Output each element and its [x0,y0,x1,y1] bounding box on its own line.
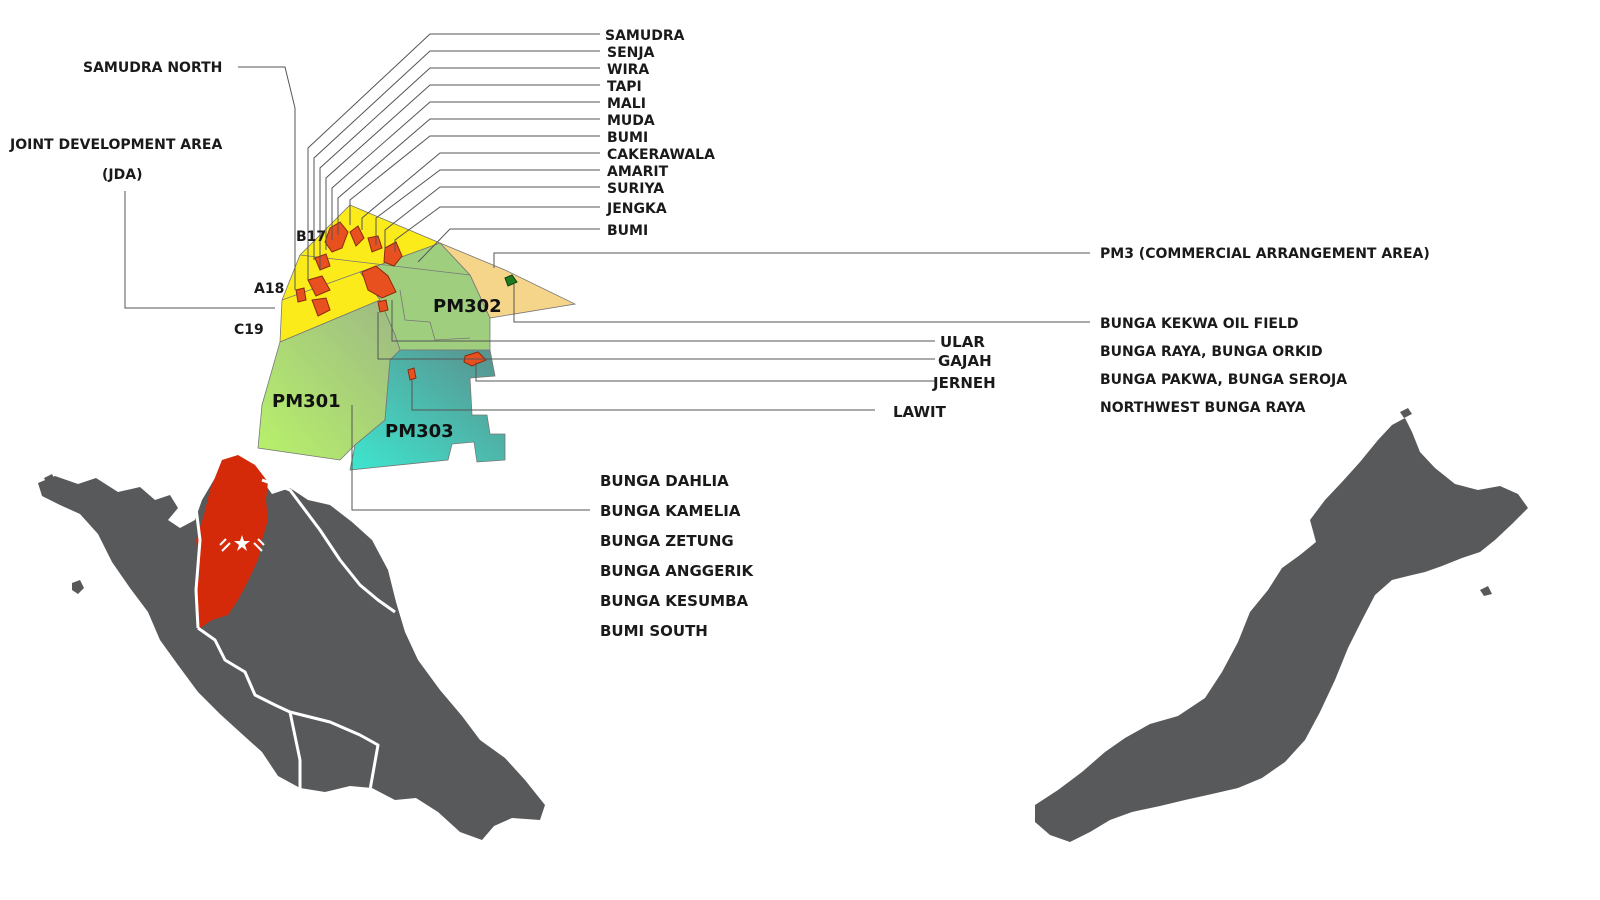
field-5 [367,235,383,253]
peninsula-landmass [38,465,545,840]
label-bumi-2: BUMI [607,223,648,239]
label-bumi: BUMI [607,130,648,146]
label-ular: ULAR [940,333,985,351]
block-label-pm303: PM303 [385,421,454,442]
label-bunga-zetung: BUNGA ZETUNG [600,532,734,550]
leader-bumi [349,135,600,225]
leader-lines [124,33,1090,511]
field-10 [377,299,389,313]
borneo-landmass [1035,418,1528,842]
field-3 [314,253,331,271]
field-12 [407,367,417,381]
label-tapi: TAPI [607,79,642,95]
label-bunga-kesumba: BUNGA KESUMBA [600,592,749,610]
label-jda-line2: (JDA) [102,167,142,183]
block-labels: PM301 PM302 PM303 B17 A18 C19 [234,229,502,442]
east-malaysia [1035,408,1528,842]
borneo-islet-3 [1400,408,1412,418]
label-jerneh: JERNEH [932,374,996,392]
leader-ular [391,300,935,342]
block-divider-pm302 [399,289,471,341]
block-label-c19: C19 [234,322,264,338]
field-1 [324,221,349,253]
leader-jerneh [475,362,935,382]
borneo-islet-2 [1480,586,1492,596]
label-lawit: LAWIT [893,403,947,421]
leader-senja [313,50,600,260]
leader-pm301 [351,405,590,511]
leader-samudra [307,33,600,280]
borneo-islet-1 [1315,552,1326,564]
left-labels: SAMUDRA NORTH JOINT DEVELOPMENT AREA (JD… [9,60,222,183]
leader-wira [319,67,600,270]
label-senja: SENJA [607,45,655,61]
leader-samudra-north [238,66,296,290]
leader-jengka [394,206,600,252]
label-bunga-kamelia: BUNGA KAMELIA [600,502,741,520]
state-border-kelantan-west [193,499,202,629]
block-label-a18: A18 [254,281,284,297]
label-muda: MUDA [607,113,655,129]
pm301-field-labels: BUNGA DAHLIA BUNGA KAMELIA BUNGA ZETUNG … [600,472,754,640]
mid-field-labels: ULAR GAJAH JERNEH LAWIT [893,333,996,421]
state-border-south [288,710,380,792]
field-4 [307,275,331,297]
label-suriya: SURIYA [607,181,664,197]
top-field-labels: SAMUDRA SENJA WIRA TAPI MALI MUDA BUMI C… [605,28,715,239]
leader-gajah [377,312,935,360]
label-jda-line1: JOINT DEVELOPMENT AREA [9,137,222,153]
state-border-east [261,478,396,614]
leader-pm3 [493,252,1090,268]
leader-amarit [375,169,600,245]
oil-gas-fields [295,221,518,381]
block-label-b17: B17 [296,229,326,245]
label-amarit: AMARIT [607,164,669,180]
crescent-and-star-emblem-icon [219,535,265,565]
leader-jda [124,191,275,309]
label-jengka: JENGKA [606,201,667,217]
peninsular-malaysia [38,455,545,840]
leader-cakerawala [361,152,600,230]
field-7 [361,265,397,299]
label-bumi-south: BUMI SOUTH [600,622,708,640]
label-wira: WIRA [607,62,649,78]
label-bunga-raya-orkid: BUNGA RAYA, BUNGA ORKID [1100,344,1323,360]
label-bunga-dahlia: BUNGA DAHLIA [600,472,729,490]
label-pm3: PM3 (COMMERCIAL ARRANGEMENT AREA) [1100,246,1430,262]
langkawi-island [44,474,56,486]
leader-bumi-2 [417,228,600,263]
leader-bunga-kekwa [513,284,1090,323]
label-gajah: GAJAH [938,352,992,370]
kelantan-state [195,455,268,628]
label-bunga-pakwa-seroja: BUNGA PAKWA, BUNGA SEROJA [1100,372,1347,388]
label-bunga-kekwa: BUNGA KEKWA OIL FIELD [1100,316,1299,332]
label-mali: MALI [607,96,646,112]
label-bunga-anggerik: BUNGA ANGGERIK [600,562,754,580]
field-bunga-kekwa [504,274,518,287]
leader-lawit [411,380,875,411]
field-2 [349,225,365,247]
leader-tapi [325,84,600,250]
field-8 [311,297,331,317]
penang-island [72,580,84,594]
pm3-labels: PM3 (COMMERCIAL ARRANGEMENT AREA) BUNGA … [1100,246,1430,416]
leader-mali [331,101,600,240]
field-6 [383,241,403,267]
label-samudra-north: SAMUDRA NORTH [83,60,222,76]
block-label-pm302: PM302 [433,296,502,317]
block-label-pm301: PM301 [272,391,341,412]
label-cakerawala: CAKERAWALA [607,147,715,163]
label-northwest-bunga-raya: NORTHWEST BUNGA RAYA [1100,400,1306,416]
label-samudra: SAMUDRA [605,28,685,44]
state-border-west [197,626,291,714]
field-9 [295,287,307,303]
leader-suriya [384,186,600,250]
leader-muda [337,118,600,235]
block-divider-1 [299,254,471,276]
